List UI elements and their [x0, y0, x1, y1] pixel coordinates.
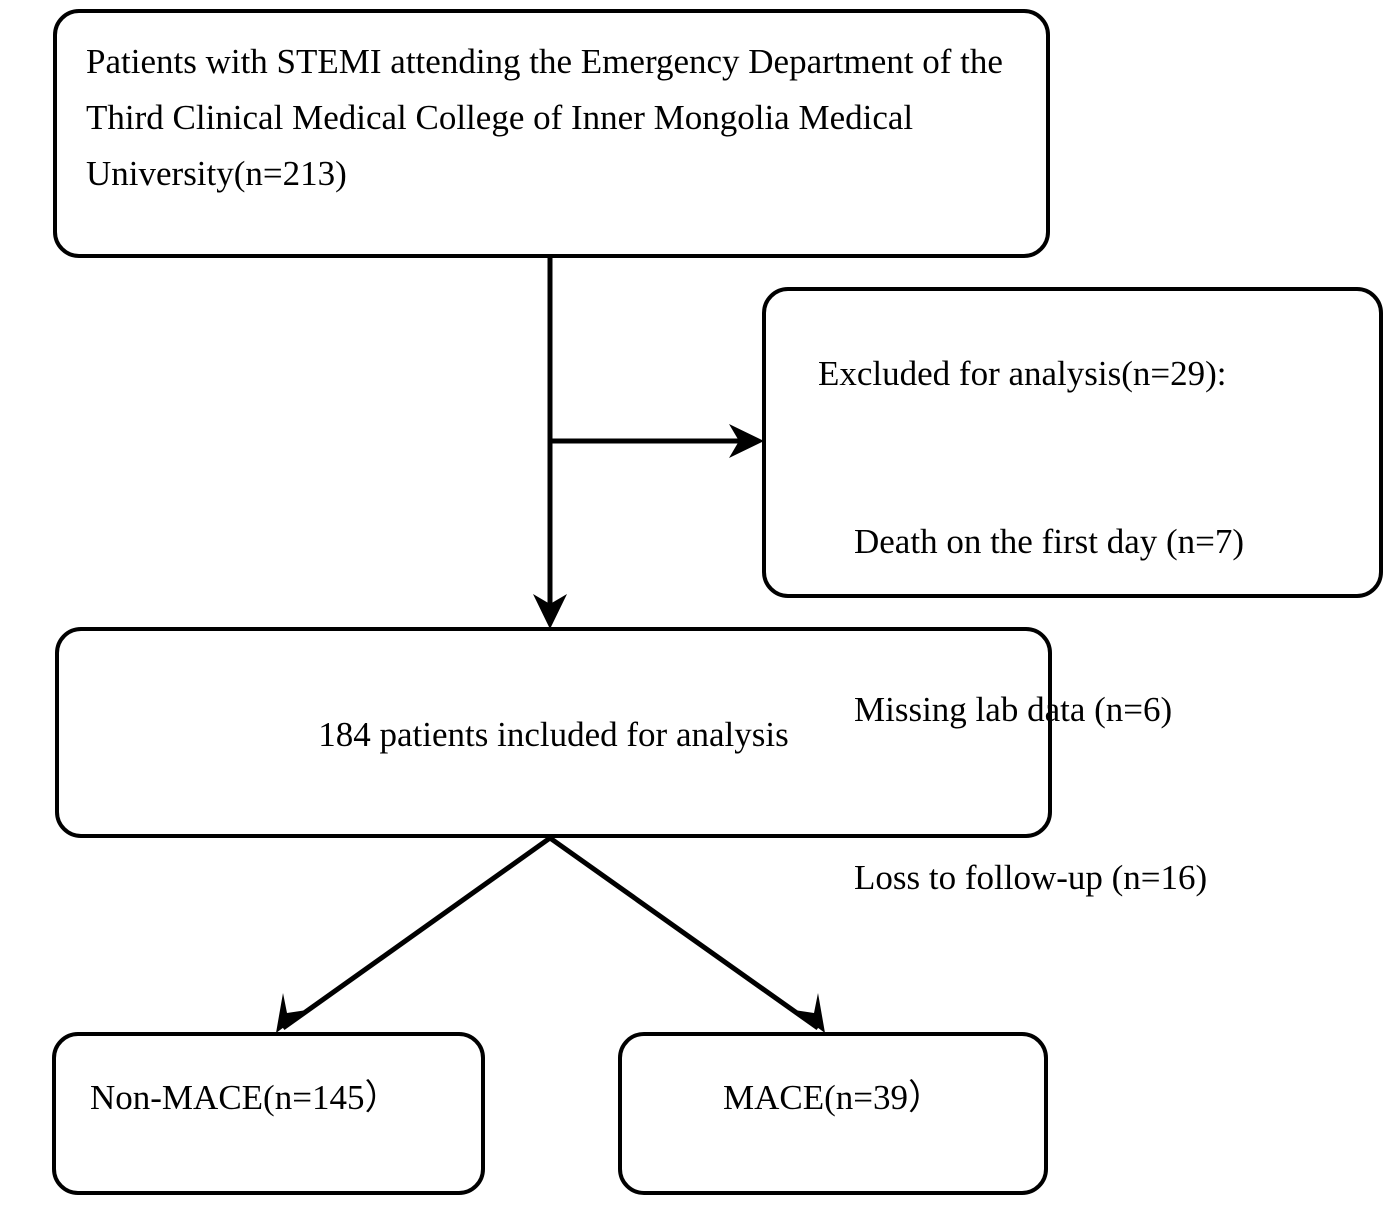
- list-item: Death on the first day (n=7): [854, 522, 1245, 561]
- edge-source-to-excluded-arrowhead: [729, 424, 764, 458]
- node-source-cohort: [53, 9, 1050, 258]
- node-mace: [618, 1032, 1048, 1195]
- node-mace-label: MACE(n=39）: [722, 1078, 943, 1117]
- node-excluded-heading: Excluded for analysis(n=29):: [818, 354, 1227, 393]
- node-excluded-reason-list: Death on the first day (n=7) Missing lab…: [854, 402, 1374, 1018]
- edge-included-to-nonmace-arrowhead: [276, 993, 307, 1033]
- edge-included-to-mace-arrowhead: [794, 993, 825, 1033]
- node-non-mace: [52, 1032, 485, 1195]
- node-excluded: [762, 287, 1383, 598]
- list-item: Loss to follow-up (n=16): [854, 858, 1208, 897]
- edge-source-to-included-arrowhead: [533, 594, 567, 629]
- list-item: Missing lab data (n=6): [854, 690, 1173, 729]
- node-included: [55, 627, 1052, 838]
- edge-included-to-nonmace-line: [281, 835, 552, 1031]
- edge-included-to-mace-line: [548, 835, 820, 1031]
- node-source-cohort-label: Patients with STEMI attending the Emerge…: [86, 42, 1012, 193]
- node-non-mace-label: Non-MACE(n=145）: [90, 1078, 400, 1117]
- node-included-label: 184 patients included for analysis: [318, 715, 789, 754]
